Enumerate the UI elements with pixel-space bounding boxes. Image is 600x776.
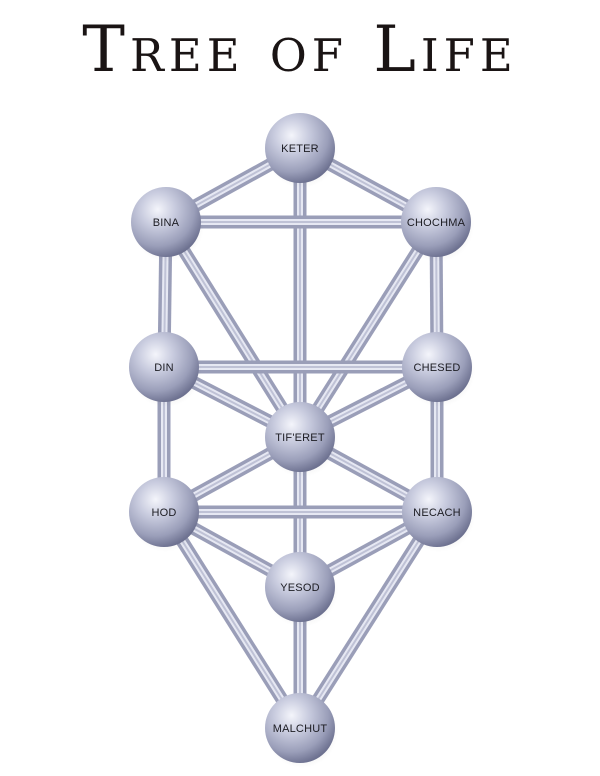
sphere-ball <box>265 693 335 763</box>
sphere-label: MALCHUT <box>273 723 328 735</box>
sphere-label: NECACH <box>413 507 461 519</box>
sphere-chochma: CHOCHMA <box>401 187 474 262</box>
sphere-necach: NECACH <box>402 477 475 552</box>
nodes-layer: KETER BINA CHOCHMA DIN CHESED TIF'ERET HOD NECA… <box>129 113 475 768</box>
sphere-ball <box>265 113 335 183</box>
sphere-label: YESOD <box>280 582 320 594</box>
sphere-label: KETER <box>281 143 319 155</box>
sphere-ball <box>265 402 335 472</box>
path-hod-malchut <box>158 508 306 732</box>
sphere-ball <box>402 332 472 402</box>
page-title: Tree of Life <box>82 13 518 87</box>
sphere-label: HOD <box>151 507 176 519</box>
sphere-label: TIF'ERET <box>275 432 325 444</box>
sphere-bina: BINA <box>131 187 204 262</box>
sphere-din: DIN <box>129 332 202 407</box>
sphere-label: CHESED <box>413 362 460 374</box>
path-chochma-tiferet <box>294 218 442 441</box>
path-bina-tiferet <box>160 218 306 441</box>
sphere-keter: KETER <box>265 113 338 188</box>
sphere-ball <box>402 477 472 547</box>
path-necach-malchut <box>294 508 443 732</box>
sphere-ball <box>131 187 201 257</box>
sphere-chesed: CHESED <box>402 332 475 407</box>
sphere-tiferet: TIF'ERET <box>265 402 338 477</box>
sphere-ball <box>129 332 199 402</box>
sphere-ball <box>401 187 471 257</box>
sphere-label: DIN <box>154 362 174 374</box>
sphere-yesod: YESOD <box>265 552 338 627</box>
sphere-malchut: MALCHUT <box>265 693 338 768</box>
sphere-ball <box>265 552 335 622</box>
sphere-hod: HOD <box>129 477 202 552</box>
sphere-ball <box>129 477 199 547</box>
sphere-label: CHOCHMA <box>407 217 466 229</box>
sphere-label: BINA <box>153 217 180 229</box>
